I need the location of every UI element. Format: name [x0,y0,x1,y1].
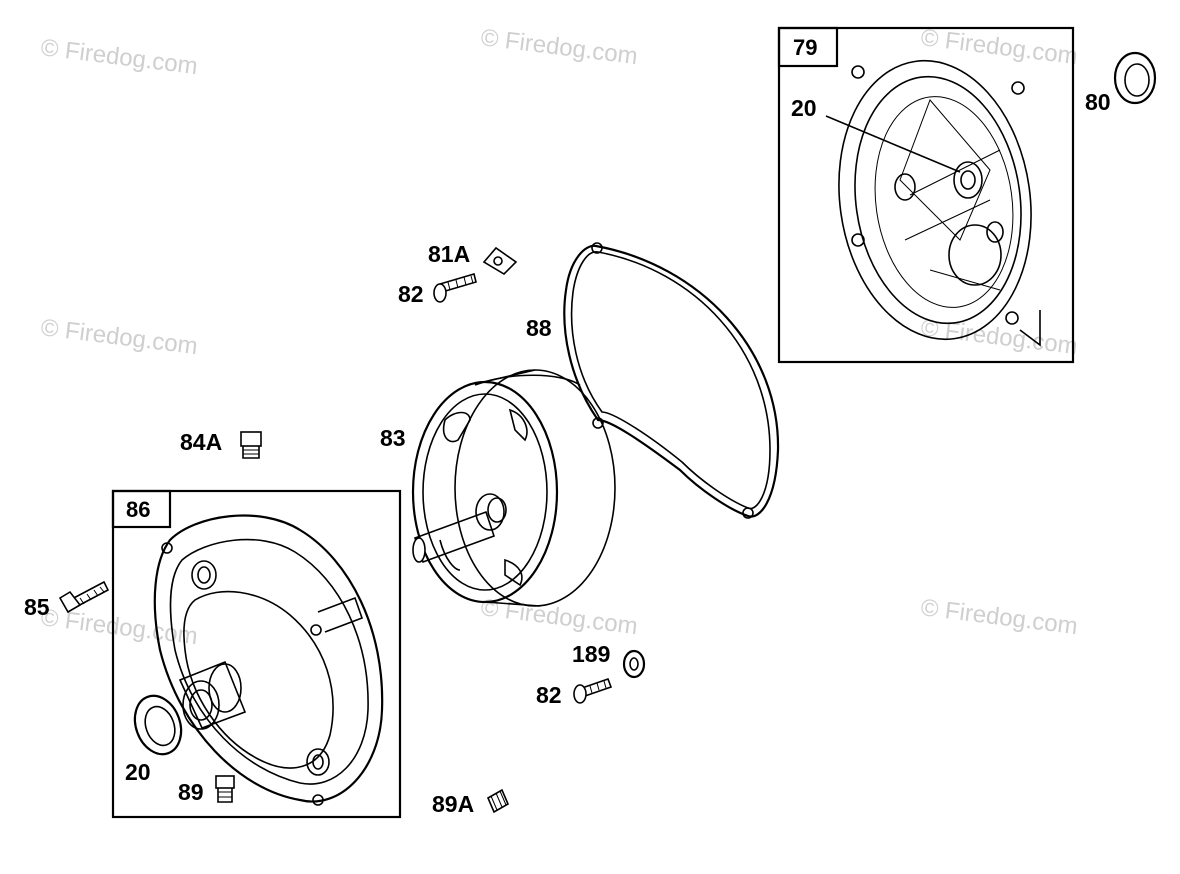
gasket-part-88[interactable] [563,242,780,519]
bolt-part-82-top[interactable] [433,272,477,303]
screw-part-89a[interactable] [486,788,510,814]
box-79-label: 79 [793,35,817,60]
watermark-4: © Firedog.com [39,314,199,360]
washer-part-189[interactable] [622,649,646,679]
label-83: 83 [380,425,406,451]
leader-20a [825,115,961,173]
label-89: 89 [178,779,204,805]
label-20-top: 20 [791,95,817,121]
label-80: 80 [1085,89,1111,115]
seal-part-80[interactable] [1113,51,1157,105]
label-89a: 89A [432,791,474,817]
box-86-frame [111,489,402,819]
watermark-2: © Firedog.com [479,24,639,70]
drum-part-83[interactable] [411,369,616,607]
watermark-1: © Firedog.com [39,34,199,80]
label-20-bottom: 20 [125,759,151,785]
label-81a: 81A [428,241,470,267]
label-88: 88 [526,315,552,341]
plug-part-89[interactable] [215,775,235,803]
label-82-top: 82 [398,281,424,307]
box-79-tag [777,26,839,68]
seal-part-20-bottom[interactable] [127,689,189,760]
watermark-5: © Firedog.com [919,314,1079,360]
cover-part-86[interactable]: 86 [111,489,402,819]
label-189: 189 [572,641,610,667]
bolt-part-82-bottom[interactable] [573,677,613,704]
box-86-tag [111,489,172,529]
label-82-bottom: 82 [536,682,562,708]
lock-part-81a[interactable] [482,246,518,276]
box-86-label: 86 [126,497,150,522]
label-85: 85 [24,594,50,620]
bolt-part-85[interactable] [58,580,110,614]
watermark-6: © Firedog.com [39,604,199,650]
cover-part-79[interactable]: 79 [777,26,1075,364]
watermark-8: © Firedog.com [919,594,1079,640]
plug-part-84a[interactable] [240,431,262,459]
box-79-frame [777,26,1075,364]
label-84a: 84A [180,429,222,455]
